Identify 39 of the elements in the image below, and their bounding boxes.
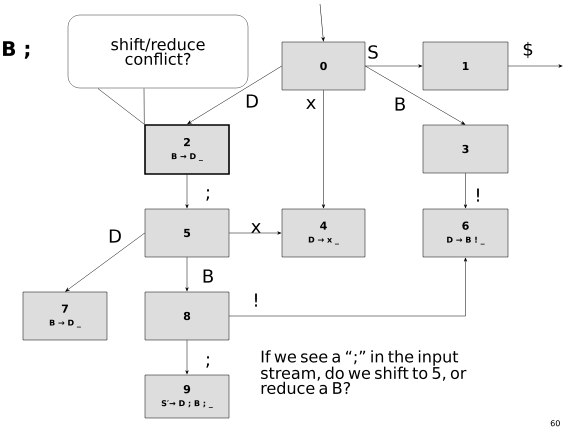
arrow bbox=[320, 4, 325, 42]
edge-label: B bbox=[396, 97, 405, 111]
arrow bbox=[464, 173, 468, 208]
state-box: 5 bbox=[144, 208, 230, 258]
state-box: 4 D → x _ bbox=[282, 208, 366, 258]
state-box: 6 D → B ! _ bbox=[422, 208, 508, 258]
state-box: 7 B → D _ bbox=[22, 292, 108, 340]
state-box: 2 B → D _ bbox=[144, 124, 230, 175]
heading-text: B ; bbox=[3, 41, 30, 59]
edge-label: x bbox=[251, 223, 261, 233]
arrow bbox=[185, 257, 189, 292]
edge-label: ! bbox=[255, 293, 257, 307]
edge-label: B bbox=[204, 269, 213, 283]
arrow bbox=[322, 90, 326, 208]
arrow bbox=[185, 340, 189, 374]
edge-label: D bbox=[110, 229, 121, 243]
state-box: 3 bbox=[422, 124, 508, 174]
arrow bbox=[187, 66, 282, 124]
edge-label: $ bbox=[524, 42, 532, 58]
state-box: 1 bbox=[422, 42, 508, 90]
page-number: 60 bbox=[550, 420, 560, 426]
state-box: 9 S′→ D ; B ; _ bbox=[144, 374, 230, 418]
state-box: 0 bbox=[282, 42, 366, 90]
arrow bbox=[229, 231, 282, 235]
arrow bbox=[229, 258, 468, 316]
edge-label: ; bbox=[206, 189, 209, 201]
edge-label: ; bbox=[206, 356, 209, 368]
arrow bbox=[508, 64, 563, 68]
edge-label: S bbox=[368, 45, 378, 59]
edge-label: x bbox=[306, 99, 316, 109]
edge-label: D bbox=[246, 94, 258, 108]
arrow bbox=[365, 64, 422, 68]
edge-label: ! bbox=[477, 188, 479, 202]
state-box: 8 bbox=[144, 292, 230, 340]
arrow bbox=[365, 66, 466, 125]
callout-tail bbox=[98, 88, 144, 124]
note-text: If we see a “;” in the input stream, do we shift to 5, or reduce a B? bbox=[261, 350, 466, 394]
arrow bbox=[185, 174, 189, 208]
arrow bbox=[65, 232, 145, 292]
